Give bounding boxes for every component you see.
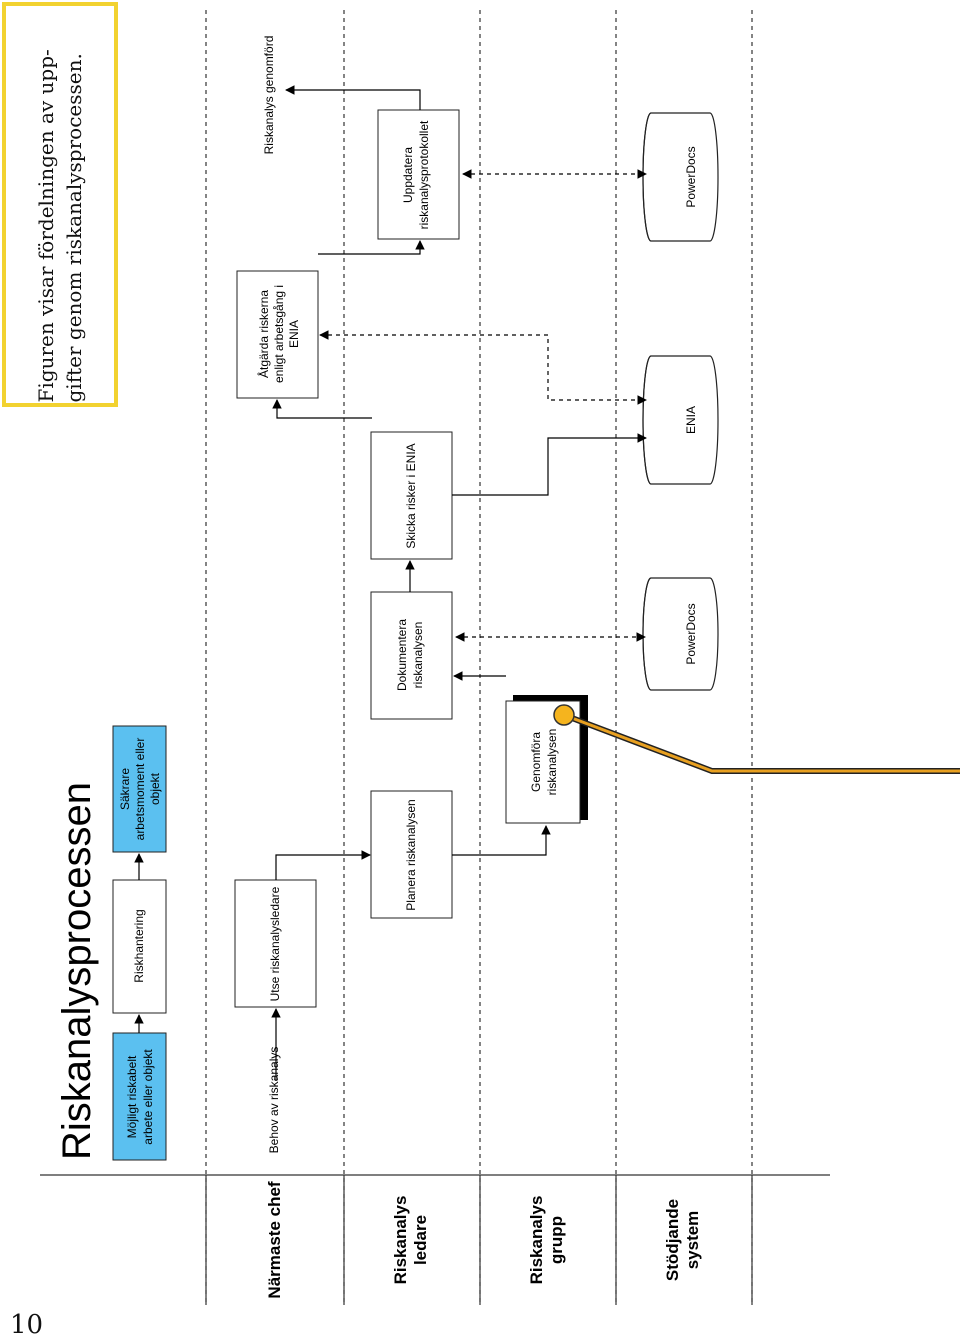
database-powerdocs-2 <box>642 112 719 242</box>
lane-label-riskanalys-grupp: Riskanalysgrupp <box>527 1196 566 1285</box>
database-powerdocs-2-label: PowerDocs <box>684 146 698 207</box>
task-utse-label: Utse riskanalysledare <box>268 886 282 1001</box>
lane-label-riskanalys-ledare: Riskanalysledare <box>391 1196 430 1285</box>
riskhantering-box <box>112 879 167 1014</box>
task-skicka-box <box>370 431 453 560</box>
lane-label-narmaste-chef: Närmaste chef <box>265 1181 284 1299</box>
task-dokumentera-box <box>370 591 453 720</box>
database-powerdocs-1-label: PowerDocs <box>684 603 698 664</box>
data-connectors <box>319 169 647 642</box>
end-accent-label: Säkrarearbetsmoment ellerobjekt <box>118 738 162 841</box>
start-accent-box <box>112 1032 167 1161</box>
tasks: Utse riskanalysledare Planera riskanalys… <box>234 109 588 1008</box>
flow-connectors <box>271 85 647 1080</box>
task-uppdatera-box <box>377 109 460 240</box>
databases: PowerDocs ENIA PowerDocs <box>642 112 719 691</box>
lane-header-borders <box>40 1174 830 1305</box>
task-planera-label: Planera riskanalysen <box>404 799 418 910</box>
diagram-title: Riskanalysprocessen <box>55 782 99 1160</box>
end-accent-box <box>112 725 167 853</box>
task-skicka-label: Skicka risker i ENIA <box>404 443 418 548</box>
start-event-label: Behov av riskanalys <box>267 1047 281 1154</box>
database-enia-label: ENIA <box>684 406 698 434</box>
caption-line-1: Figuren visar fördelningen av upp- <box>34 48 58 402</box>
pointer-dot <box>553 704 575 726</box>
task-planera-box <box>370 790 453 919</box>
task-atgarda-box <box>236 270 319 399</box>
pointer-callout <box>553 704 960 774</box>
database-enia <box>642 355 719 485</box>
database-powerdocs-1 <box>642 577 719 691</box>
caption-text: Figuren visar fördelningen av upp- gifte… <box>32 7 88 402</box>
task-atgarda-label: Åtgärda riskernaenligt arbetsgång iENIA <box>256 285 301 383</box>
lane-label-stodjande-system: Stödjandesystem <box>663 1199 702 1281</box>
caption-line-2: gifter genom riskanalysprocessen. <box>62 52 86 402</box>
caption-box: Figuren visar fördelningen av upp- gifte… <box>2 2 118 407</box>
riskhantering-label: Riskhantering <box>132 909 146 982</box>
page-number: 10 <box>10 1310 44 1340</box>
end-event-label: Riskanalys genomförd <box>262 36 276 155</box>
